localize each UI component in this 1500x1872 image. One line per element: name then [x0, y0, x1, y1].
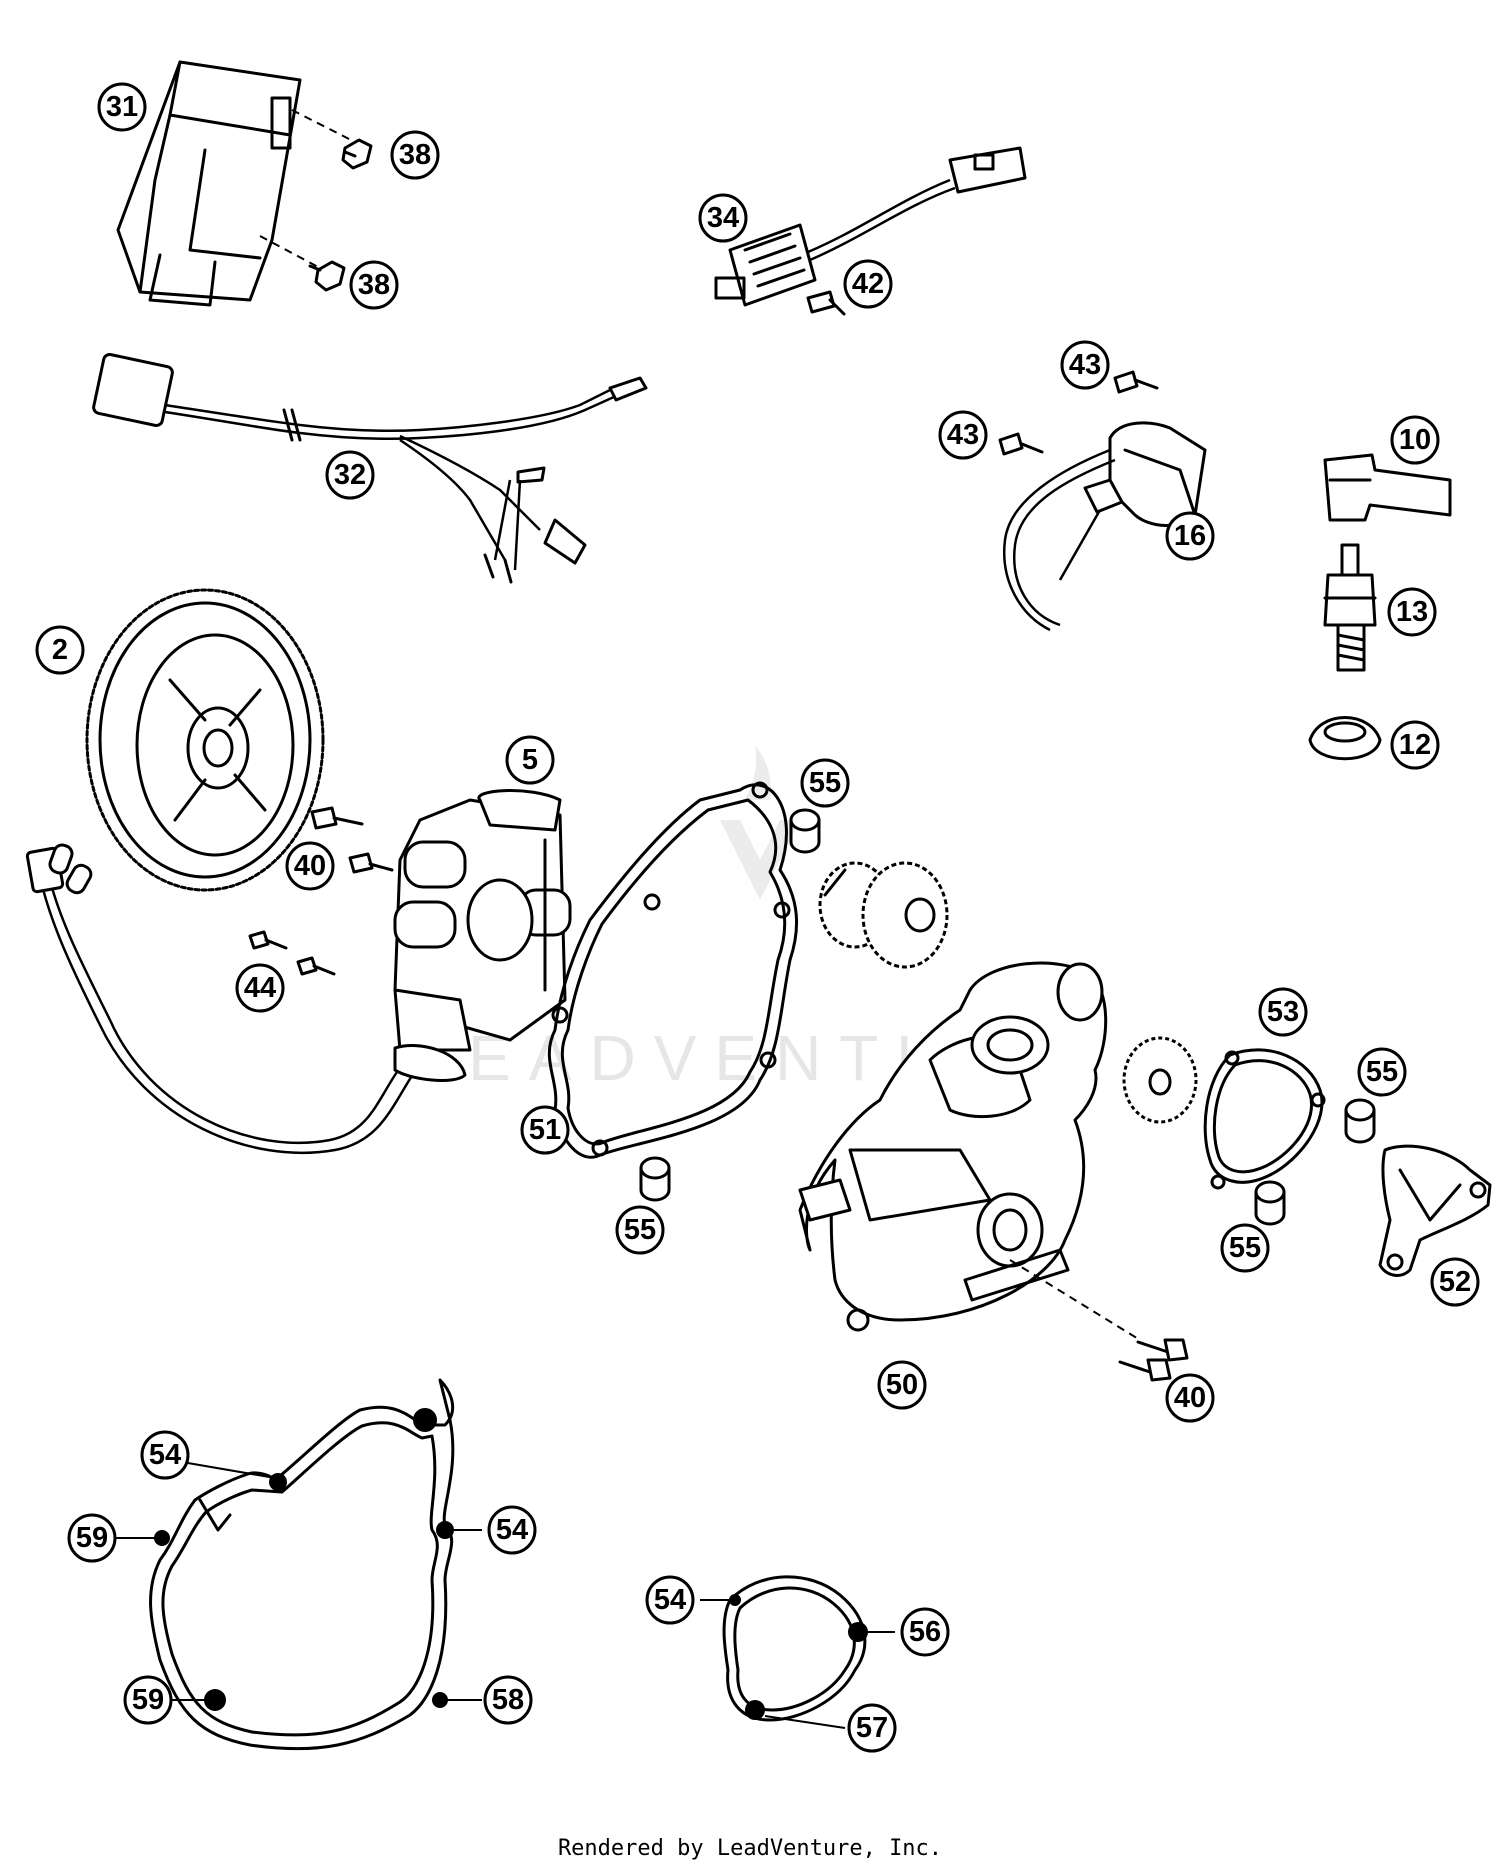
flywheel	[85, 588, 325, 892]
svg-text:43: 43	[1069, 349, 1101, 381]
callout-55-right: 55	[1357, 1047, 1407, 1097]
screws-40-cover	[1118, 1338, 1189, 1382]
ignition-system-diagram: LEADVENTURE	[25, 60, 1492, 1753]
gear-cover-gasket	[1203, 1048, 1326, 1190]
svg-text:50: 50	[886, 1369, 918, 1401]
svg-text:40: 40	[294, 850, 326, 882]
gear-cover-gasket-small	[722, 1575, 868, 1722]
svg-text:55: 55	[1366, 1056, 1398, 1088]
svg-text:40: 40	[1174, 1382, 1206, 1414]
ignition-cover-gasket	[547, 781, 799, 1159]
callout-42: 42	[843, 259, 893, 309]
ignition-cover	[798, 961, 1108, 1332]
callout-54-small-gasket: 54	[645, 1575, 695, 1625]
callout-50: 50	[877, 1360, 927, 1410]
svg-text:54: 54	[496, 1514, 528, 1546]
svg-text:57: 57	[856, 1712, 888, 1744]
screw-42	[806, 290, 846, 316]
svg-text:10: 10	[1399, 424, 1431, 456]
svg-text:52: 52	[1439, 1266, 1471, 1298]
starter-gear	[818, 861, 949, 969]
svg-text:56: 56	[909, 1616, 941, 1648]
callout-40-stator: 40	[285, 841, 335, 891]
svg-text:32: 32	[334, 459, 366, 491]
callout-44: 44	[235, 963, 285, 1013]
svg-text:55: 55	[809, 767, 841, 799]
svg-text:53: 53	[1267, 996, 1299, 1028]
spark-plug	[1323, 543, 1377, 672]
svg-text:16: 16	[1174, 520, 1206, 552]
svg-text:34: 34	[707, 202, 739, 234]
callout-52: 52	[1430, 1257, 1480, 1307]
svg-text:59: 59	[132, 1684, 164, 1716]
stator-cable	[25, 843, 467, 1155]
plug-cap-nut	[1308, 716, 1382, 761]
svg-text:58: 58	[492, 1684, 524, 1716]
callout-38-upper: 38	[390, 130, 440, 180]
svg-text:55: 55	[1229, 1232, 1261, 1264]
svg-text:54: 54	[654, 1584, 686, 1616]
svg-text:31: 31	[106, 91, 138, 123]
svg-text:38: 38	[399, 139, 431, 171]
callout-54-gasket-top: 54	[140, 1430, 190, 1480]
callout-59-upper: 59	[67, 1513, 117, 1563]
callout-43-lower: 43	[938, 410, 988, 460]
callout-55-left: 55	[615, 1205, 665, 1255]
callout-34: 34	[698, 193, 748, 243]
stator	[393, 789, 572, 1052]
svg-text:43: 43	[947, 419, 979, 451]
callout-58: 58	[483, 1675, 533, 1725]
callout-54-gasket-right: 54	[487, 1505, 537, 1555]
svg-text:44: 44	[244, 972, 276, 1004]
callout-57: 57	[847, 1703, 897, 1753]
callout-32: 32	[325, 450, 375, 500]
svg-text:2: 2	[52, 634, 68, 666]
svg-text:55: 55	[624, 1214, 656, 1246]
callout-12: 12	[1390, 720, 1440, 770]
callout-2: 2	[35, 625, 85, 675]
gear-cover	[1378, 1144, 1492, 1277]
screw-43-upper	[1113, 370, 1159, 394]
leader-lines	[112, 1461, 895, 1729]
callout-13: 13	[1387, 587, 1437, 637]
callout-38-lower: 38	[349, 260, 399, 310]
voltage-regulator	[714, 146, 1027, 307]
callout-10: 10	[1390, 415, 1440, 465]
svg-text:12: 12	[1399, 729, 1431, 761]
dowel-pins	[639, 808, 1376, 1226]
ignition-cover-gasket-large	[149, 1378, 455, 1751]
callout-16: 16	[1165, 511, 1215, 561]
ignition-coil	[1002, 421, 1207, 632]
callout-5: 5	[505, 735, 555, 785]
intermediate-gear	[1122, 1036, 1198, 1124]
svg-text:38: 38	[358, 269, 390, 301]
screws-44	[248, 930, 336, 976]
spark-plug-cap	[1323, 453, 1452, 522]
svg-text:42: 42	[852, 268, 884, 300]
cdi-unit	[116, 60, 302, 307]
svg-text:54: 54	[149, 1439, 181, 1471]
svg-text:5: 5	[522, 744, 538, 776]
screw-43-lower	[998, 432, 1044, 456]
callout-59-lower: 59	[123, 1675, 173, 1725]
callout-43-upper: 43	[1060, 340, 1110, 390]
callout-55-top: 55	[800, 758, 850, 808]
callout-31: 31	[97, 82, 147, 132]
callout-40-cover: 40	[1165, 1373, 1215, 1423]
svg-text:59: 59	[76, 1522, 108, 1554]
callout-56: 56	[900, 1607, 950, 1657]
callout-55-bottom: 55	[1220, 1223, 1270, 1273]
screws-40-stator	[310, 806, 394, 874]
svg-text:13: 13	[1396, 596, 1428, 628]
callout-53: 53	[1258, 987, 1308, 1037]
wiring-harness	[92, 352, 648, 584]
screw-38-upper	[341, 138, 373, 170]
svg-text:51: 51	[529, 1114, 561, 1146]
screw-38-lower	[308, 260, 346, 292]
callout-51: 51	[520, 1105, 570, 1155]
footer-credit: Rendered by LeadVenture, Inc.	[557, 1836, 943, 1861]
